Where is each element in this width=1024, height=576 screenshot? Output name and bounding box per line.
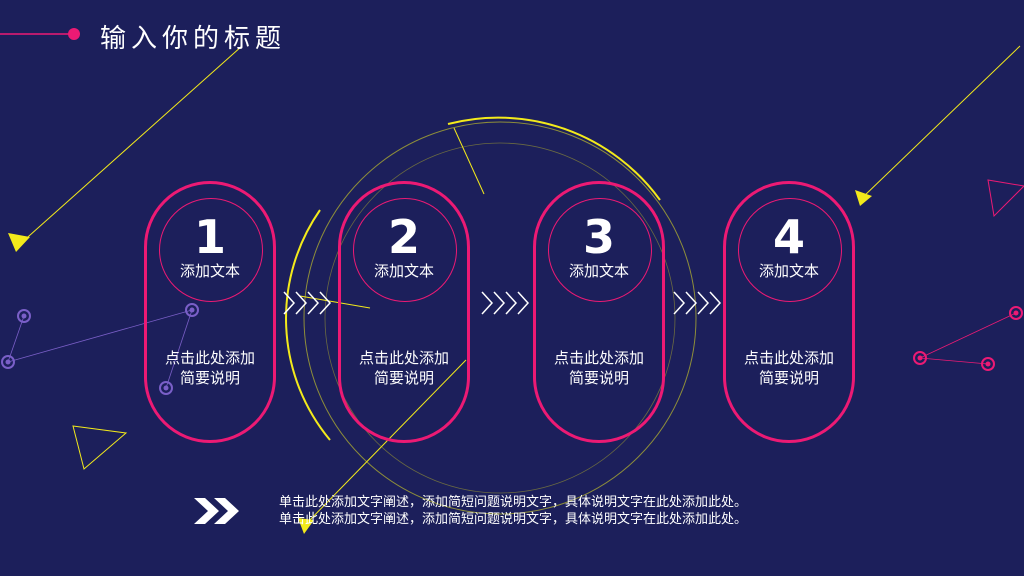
step-2-description: 点击此处添加 简要说明 xyxy=(341,348,467,388)
deco-pink-link-1 xyxy=(919,312,1017,359)
step-4-number: 4 xyxy=(772,210,805,264)
deco-pink-link-2 xyxy=(919,357,989,365)
step-3-desc-line2: 简要说明 xyxy=(568,369,629,387)
deco-purple-link-2 xyxy=(7,315,25,363)
deco-yellow-line-3 xyxy=(453,127,485,195)
step-4-circle xyxy=(738,198,842,302)
title-accent-dot xyxy=(68,28,80,40)
step-2-desc-line1: 点击此处添加 xyxy=(358,349,449,367)
deco-purple-link-1 xyxy=(7,309,193,363)
deco-circle-thin xyxy=(303,121,697,515)
deco-yellow-triangle-3 xyxy=(298,518,314,534)
step-2-number: 2 xyxy=(387,210,420,264)
chevron-arrows-3-icon xyxy=(673,291,722,315)
footer-double-chevron-icon xyxy=(194,498,239,524)
step-card-4: 4 添加文本 点击此处添加 简要说明 xyxy=(723,181,855,443)
step-3-circle xyxy=(548,198,652,302)
deco-yellow-triangle-1 xyxy=(8,233,30,252)
step-card-2: 2 添加文本 点击此处添加 简要说明 xyxy=(338,181,470,443)
slide-title: 输入你的标题 xyxy=(100,24,287,54)
deco-pink-outline-triangle xyxy=(987,179,1024,218)
deco-yellow-line-2 xyxy=(861,45,1021,199)
footer-line-2: 单击此处添加文字阐述，添加简短问题说明文字，具体说明文字在此处添加此处。 xyxy=(279,512,748,527)
step-1-circle xyxy=(159,198,263,302)
deco-yellow-triangle-2 xyxy=(855,190,872,206)
step-1-label: 添加文本 xyxy=(179,262,240,280)
step-card-1: 1 添加文本 点击此处添加 简要说明 xyxy=(144,181,276,443)
deco-purple-node-3 xyxy=(185,303,199,317)
chevron-arrows-1-icon xyxy=(283,291,320,315)
step-1-number: 1 xyxy=(193,210,226,264)
step-3-desc-line1: 点击此处添加 xyxy=(553,349,644,367)
deco-yellow-outline-triangle xyxy=(72,425,128,470)
deco-arc-yellow xyxy=(285,209,331,441)
step-3-description: 点击此处添加 简要说明 xyxy=(536,348,662,388)
step-card-3: 3 添加文本 点击此处添加 简要说明 xyxy=(533,181,665,443)
step-2-circle xyxy=(353,198,457,302)
step-2-label: 添加文本 xyxy=(373,262,434,280)
footer-text: 单击此处添加文字阐述，添加简短问题说明文字，具体说明文字在此处添加此处。 单击此… xyxy=(279,494,747,528)
step-2-desc-line2: 简要说明 xyxy=(373,369,434,387)
step-1-desc-line2: 简要说明 xyxy=(179,369,240,387)
step-4-desc-line1: 点击此处添加 xyxy=(743,349,834,367)
deco-arc-yellow-top xyxy=(447,116,661,201)
step-1-description: 点击此处添加 简要说明 xyxy=(147,348,273,388)
step-4-label: 添加文本 xyxy=(758,262,819,280)
step-4-description: 点击此处添加 简要说明 xyxy=(726,348,852,388)
step-3-number: 3 xyxy=(582,210,615,264)
chevron-arrows-2-icon xyxy=(481,291,530,315)
step-3-label: 添加文本 xyxy=(568,262,629,280)
step-4-desc-line2: 简要说明 xyxy=(758,369,819,387)
deco-purple-node-1 xyxy=(17,309,31,323)
step-1-desc-line1: 点击此处添加 xyxy=(164,349,255,367)
deco-purple-node-2 xyxy=(1,355,15,369)
footer-line-1: 单击此处添加文字阐述，添加简短问题说明文字，具体说明文字在此处添加此处。 xyxy=(279,495,748,510)
deco-circle-inner xyxy=(324,142,676,494)
deco-pink-node-1 xyxy=(913,351,927,365)
chevron-arrows-1b-icon xyxy=(319,291,332,315)
deco-pink-node-2 xyxy=(1009,306,1023,320)
deco-yellow-line-1 xyxy=(19,45,243,245)
deco-yellow-line-5 xyxy=(299,295,371,309)
deco-pink-node-3 xyxy=(981,357,995,371)
